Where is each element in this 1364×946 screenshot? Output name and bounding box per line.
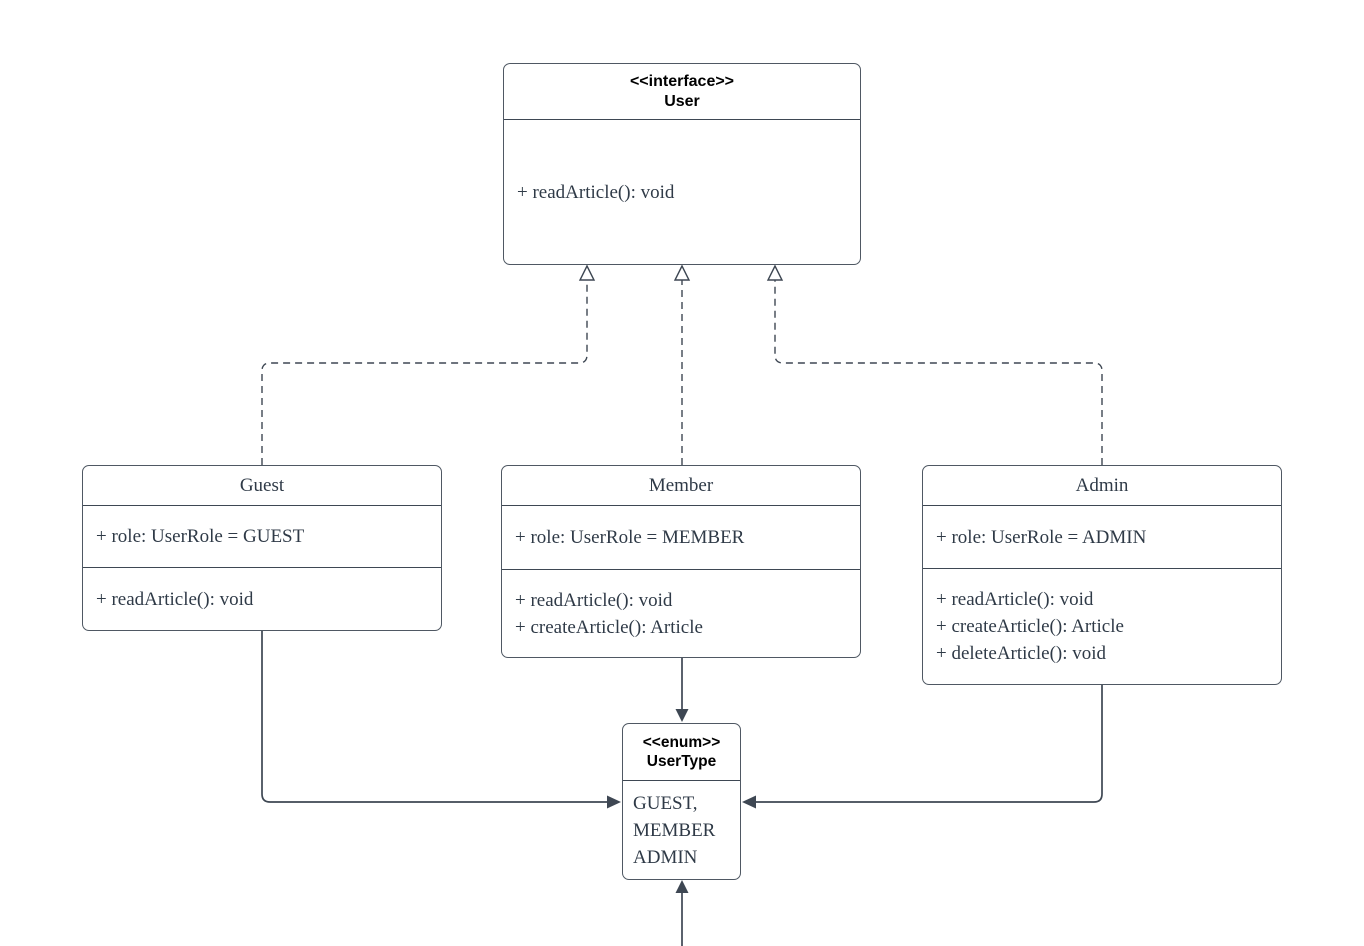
hollow-triangle-arrowhead-member: [673, 264, 691, 281]
interface-stereotype-label: <<interface>>: [629, 72, 735, 90]
enum-value-line: ADMIN: [633, 846, 698, 868]
member-attributes-section: + role: UserRole = MEMBER: [502, 506, 860, 570]
enum-box-usertype: <<enum>> UserType GUEST, MEMBER ADMIN: [622, 723, 741, 880]
enum-value-line: MEMBER: [633, 819, 716, 841]
realization-admin-user-line: [774, 280, 1103, 465]
method-line: + createArticle(): Article: [936, 616, 1124, 637]
filled-arrowhead-member-usertype: [675, 709, 689, 722]
method-line: + readArticle(): void: [517, 181, 675, 203]
method-line: + readArticle(): void: [515, 589, 673, 611]
attribute-line: + role: UserRole = ADMIN: [936, 526, 1147, 548]
class-box-guest: Guest + role: UserRole = GUEST + readArt…: [82, 465, 442, 631]
enum-name-label: UserType: [646, 753, 717, 770]
interface-header: <<interface>> User: [504, 64, 860, 120]
method-line: + deleteArticle(): void: [936, 643, 1107, 664]
attribute-line: + role: UserRole = GUEST: [96, 526, 305, 547]
class-box-admin: Admin + role: UserRole = ADMIN + readArt…: [922, 465, 1282, 685]
association-admin-usertype-line: [755, 685, 1103, 803]
guest-methods-section: + readArticle(): void: [83, 568, 441, 630]
class-box-member: Member + role: UserRole = MEMBER + readA…: [501, 465, 861, 658]
guest-attributes-section: + role: UserRole = GUEST: [83, 506, 441, 568]
hollow-triangle-arrowhead-admin: [766, 264, 784, 281]
interface-box-user: <<interface>> User + readArticle(): void: [503, 63, 861, 265]
enum-stereotype-label: <<enum>>: [642, 734, 721, 751]
filled-arrowhead-guest-usertype: [607, 795, 621, 809]
method-line: + readArticle(): void: [96, 588, 254, 610]
class-title-member: Member: [502, 466, 860, 506]
hollow-triangle-arrowhead-guest: [578, 264, 596, 281]
enum-values-section: GUEST, MEMBER ADMIN: [623, 781, 740, 879]
member-methods-section: + readArticle(): void + createArticle():…: [502, 570, 860, 657]
realization-guest-user-line: [261, 280, 588, 465]
admin-attributes-section: + role: UserRole = ADMIN: [923, 506, 1281, 569]
admin-methods-section: + readArticle(): void + createArticle():…: [923, 569, 1281, 684]
filled-arrowhead-admin-usertype: [742, 795, 756, 809]
enum-value-line: GUEST,: [633, 792, 698, 814]
interface-methods-section: + readArticle(): void: [504, 120, 860, 264]
enum-header: <<enum>> UserType: [623, 724, 740, 781]
association-guest-usertype-line: [261, 631, 608, 803]
attribute-line: + role: UserRole = MEMBER: [515, 527, 745, 548]
class-title-admin: Admin: [923, 466, 1281, 506]
method-line: + readArticle(): void: [936, 589, 1094, 610]
method-line: + createArticle(): Article: [515, 616, 703, 638]
interface-name-label: User: [664, 92, 700, 110]
filled-arrowhead-bottom-usertype: [675, 880, 689, 893]
class-title-guest: Guest: [83, 466, 441, 506]
